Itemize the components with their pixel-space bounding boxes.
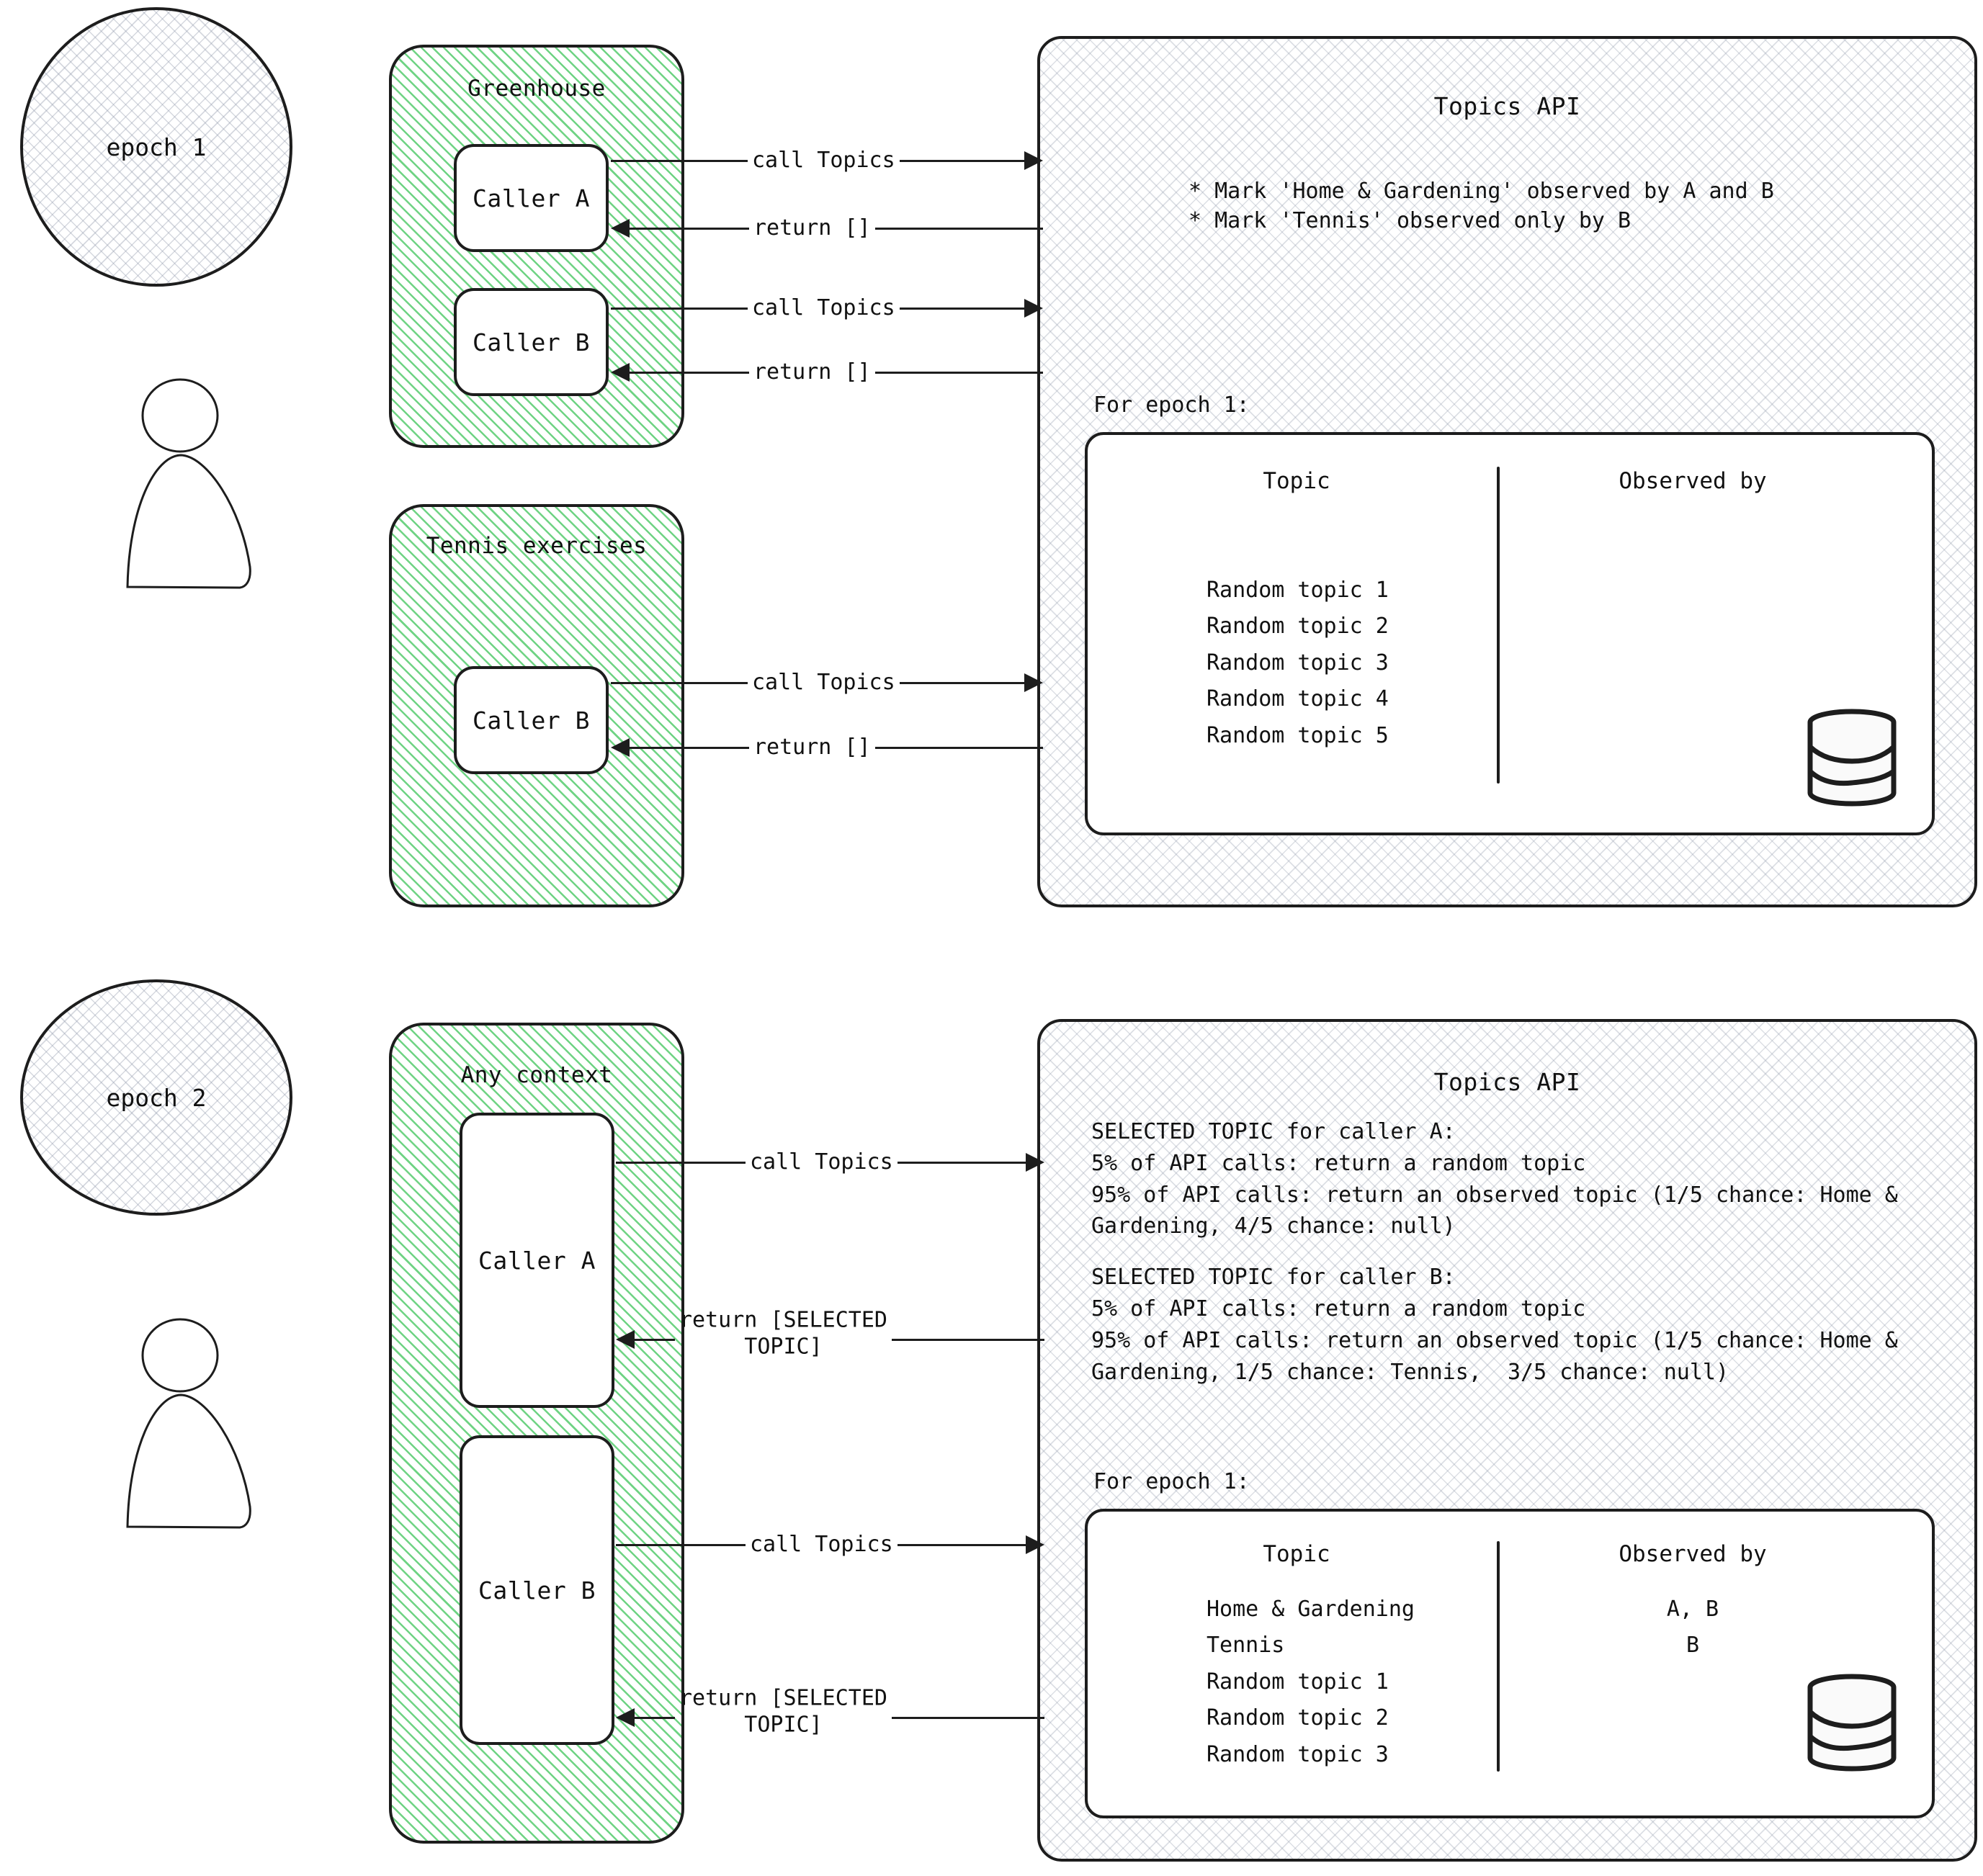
database-cylinder-icon bbox=[1807, 1674, 1897, 1772]
table-topic-cells-epoch-1: Random topic 1 Random topic 2 Random topic… bbox=[1207, 573, 1389, 754]
caller-box-greenhouse-b[interactable]: Caller B bbox=[454, 288, 609, 396]
topics-table-card-epoch-2 bbox=[1085, 1509, 1935, 1818]
arrow-head-right-icon bbox=[1026, 1535, 1044, 1554]
arrow-label: call Topics bbox=[750, 1531, 893, 1557]
rule-spacer bbox=[1091, 1242, 1948, 1262]
rule-line: SELECTED TOPIC for caller B: bbox=[1091, 1265, 1456, 1291]
arrow-head-left-icon bbox=[611, 219, 630, 238]
arrow-head-right-icon bbox=[1024, 673, 1043, 692]
table-row: Random topic 1 bbox=[1207, 578, 1389, 603]
epoch-2-badge: epoch 2 bbox=[20, 979, 292, 1216]
arrow-head-right-icon bbox=[1024, 299, 1043, 318]
user-actor-icon bbox=[126, 1318, 251, 1529]
caller-label: Caller A bbox=[473, 184, 590, 212]
rule-line: 95% of API calls: return an observed top… bbox=[1091, 1327, 1911, 1385]
caller-box-any-b[interactable]: Caller B bbox=[460, 1435, 614, 1745]
bullet-line: * Mark 'Home & Gardening' observed by A … bbox=[1189, 179, 1774, 204]
table-column-header-topic: Topic bbox=[1263, 1541, 1330, 1567]
rule-line: 5% of API calls: return a random topic bbox=[1091, 1296, 1586, 1321]
rule-line: 95% of API calls: return an observed top… bbox=[1091, 1182, 1911, 1239]
caller-box-any-a[interactable]: Caller A bbox=[460, 1113, 614, 1408]
caller-box-tennis-b[interactable]: Caller B bbox=[454, 666, 609, 774]
table-row: Random topic 5 bbox=[1207, 722, 1389, 748]
database-cylinder-icon bbox=[1807, 709, 1897, 807]
arrow-label: return [] bbox=[753, 215, 871, 241]
table-row: Home & Gardening bbox=[1207, 1597, 1415, 1622]
caller-label: Caller B bbox=[473, 706, 590, 735]
epoch-1-label: epoch 1 bbox=[106, 133, 207, 161]
arrow-label: return [] bbox=[753, 734, 871, 760]
table-observed-cells-epoch-2: A, B B bbox=[1527, 1592, 1858, 1664]
caller-box-greenhouse-a[interactable]: Caller A bbox=[454, 144, 609, 252]
topics-api-rules-epoch-2: SELECTED TOPIC for caller A: 5% of API c… bbox=[1091, 1116, 1948, 1388]
caller-label: Caller A bbox=[478, 1246, 596, 1275]
table-column-header-observed-by: Observed by bbox=[1619, 468, 1767, 494]
arrow-label: call Topics bbox=[752, 147, 895, 173]
table-column-header-topic: Topic bbox=[1263, 468, 1330, 494]
rule-line: SELECTED TOPIC for caller A: bbox=[1091, 1119, 1456, 1144]
topics-api-title-epoch-2: Topics API bbox=[1433, 1068, 1581, 1096]
caller-label: Caller B bbox=[478, 1576, 596, 1605]
table-column-divider bbox=[1497, 467, 1500, 784]
table-column-header-observed-by: Observed by bbox=[1619, 1541, 1767, 1567]
table-row: Tennis bbox=[1207, 1633, 1285, 1659]
arrow-label: return [SELECTED TOPIC] bbox=[679, 1685, 887, 1738]
arrow-head-left-icon bbox=[611, 738, 630, 757]
bullet-line: * Mark 'Tennis' observed only by B bbox=[1189, 208, 1631, 234]
table-row: Random topic 2 bbox=[1207, 1705, 1389, 1731]
arrow-head-right-icon bbox=[1024, 151, 1043, 170]
arrow-label: call Topics bbox=[752, 295, 895, 320]
user-actor-icon bbox=[126, 378, 251, 589]
table-row: Random topic 3 bbox=[1207, 650, 1389, 676]
arrow-label: return [SELECTED TOPIC] bbox=[679, 1307, 887, 1360]
table-row: Random topic 1 bbox=[1207, 1669, 1389, 1695]
rule-line: 5% of API calls: return a random topic bbox=[1091, 1150, 1586, 1176]
arrow-label: call Topics bbox=[752, 669, 895, 695]
table-row bbox=[1527, 573, 1858, 609]
topics-table-card-epoch-1 bbox=[1085, 432, 1935, 835]
arrow-head-right-icon bbox=[1026, 1153, 1044, 1172]
table-row: Random topic 2 bbox=[1207, 614, 1389, 639]
context-tennis-exercises-title: Tennis exercises bbox=[426, 533, 648, 559]
for-epoch-label-epoch-2: For epoch 1: bbox=[1093, 1469, 1250, 1494]
context-any-context-title: Any context bbox=[460, 1062, 613, 1088]
topics-api-title-epoch-1: Topics API bbox=[1433, 92, 1581, 120]
table-row bbox=[1527, 609, 1858, 645]
caller-label: Caller B bbox=[473, 328, 590, 356]
arrow-head-left-icon bbox=[616, 1708, 635, 1727]
arrow-label: return [] bbox=[753, 359, 871, 385]
epoch-1-badge: epoch 1 bbox=[20, 7, 292, 287]
table-row: B bbox=[1686, 1633, 1700, 1659]
table-column-divider bbox=[1497, 1541, 1500, 1772]
for-epoch-label-epoch-1: For epoch 1: bbox=[1093, 392, 1250, 418]
table-observed-cells-epoch-1 bbox=[1527, 573, 1858, 645]
context-greenhouse-title: Greenhouse bbox=[467, 76, 606, 102]
arrow-head-left-icon bbox=[616, 1330, 635, 1349]
table-row: Random topic 4 bbox=[1207, 686, 1389, 712]
table-row: A, B bbox=[1666, 1597, 1719, 1622]
table-row: Random topic 3 bbox=[1207, 1741, 1389, 1767]
arrow-label: call Topics bbox=[750, 1149, 893, 1175]
arrow-head-left-icon bbox=[611, 363, 630, 382]
epoch-2-label: epoch 2 bbox=[106, 1083, 207, 1112]
topics-api-bullets-epoch-1: * Mark 'Home & Gardening' observed by A … bbox=[1189, 176, 1952, 236]
